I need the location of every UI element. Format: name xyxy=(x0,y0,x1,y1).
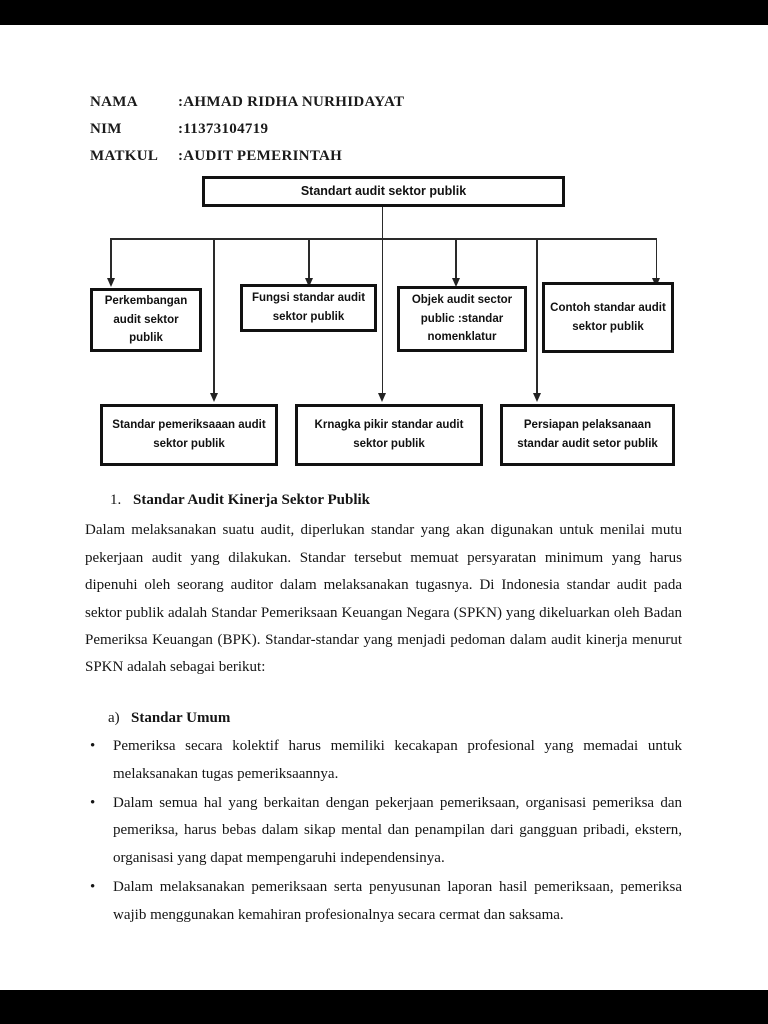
arrowhead-icon xyxy=(304,278,313,287)
header-label: NIM xyxy=(90,121,122,137)
bullet-item: Pemeriksa secara kolektif harus memiliki… xyxy=(85,733,682,788)
header-value: :AUDIT PEMERINTAH xyxy=(178,148,343,164)
diagram-box-fungsi: Fungsi standar audit sektor publik xyxy=(240,284,377,332)
section-number: 1. xyxy=(110,492,122,508)
connector-line xyxy=(308,238,310,280)
header-row-nim: NIM :11373104719 xyxy=(90,116,404,143)
connector-line xyxy=(110,238,112,280)
body-text: 1. Standar Audit Kinerja Sektor Publik D… xyxy=(85,487,682,931)
subsection-heading: a) Standar Umum xyxy=(108,705,682,732)
connector-line xyxy=(213,238,215,395)
bullet-item: Dalam semua hal yang berkaitan dengan pe… xyxy=(85,790,682,872)
diagram-box-perkembangan: Perkembangan audit sektor publik xyxy=(90,288,202,352)
header-value: :11373104719 xyxy=(178,121,269,137)
diagram-box-standar-pemeriksaan: Standar pemeriksaaan audit sektor publik xyxy=(100,404,278,466)
diagram-box-contoh: Contoh standar audit sektor publik xyxy=(542,282,674,353)
header-value: :AHMAD RIDHA NURHIDAYAT xyxy=(178,94,405,110)
header-row-nama: NAMA :AHMAD RIDHA NURHIDAYAT xyxy=(90,89,404,116)
header-row-matkul: MATKUL :AUDIT PEMERINTAH xyxy=(90,143,404,170)
bullet-list: Pemeriksa secara kolektif harus memiliki… xyxy=(85,733,682,929)
header-label: MATKUL xyxy=(90,148,159,164)
student-header: NAMA :AHMAD RIDHA NURHIDAYAT NIM :113731… xyxy=(90,89,404,170)
bullet-item: Dalam melaksanakan pemeriksaan serta pen… xyxy=(85,874,682,929)
diagram-root-box: Standart audit sektor publik xyxy=(202,176,565,207)
connector-line xyxy=(455,238,457,280)
arrowhead-icon xyxy=(209,393,218,402)
section-title: Standar Audit Kinerja Sektor Publik xyxy=(133,492,370,508)
subsection-letter: a) xyxy=(108,709,120,726)
arrowhead-icon xyxy=(378,393,386,402)
diagram-box-objek: Objek audit sector public :standar nomen… xyxy=(397,286,527,352)
connector-line xyxy=(655,238,657,280)
arrowhead-icon xyxy=(106,278,115,287)
connector-horizontal-line xyxy=(110,238,657,240)
arrowhead-icon xyxy=(532,393,541,402)
header-label: NAMA xyxy=(90,94,138,110)
connector-line xyxy=(536,238,538,395)
letterbox-top xyxy=(0,0,768,25)
section-paragraph: Dalam melaksanakan suatu audit, diperluk… xyxy=(85,522,682,676)
document-page: NAMA :AHMAD RIDHA NURHIDAYAT NIM :113731… xyxy=(0,25,768,990)
diagram-box-persiapan: Persiapan pelaksanaan standar audit seto… xyxy=(500,404,675,466)
connector-stem-line xyxy=(381,206,383,395)
section-heading: 1. Standar Audit Kinerja Sektor Publik xyxy=(110,487,682,514)
diagram-box-kerangka-pikir: Krnagka pikir standar audit sektor publi… xyxy=(295,404,483,466)
arrowhead-icon xyxy=(451,278,460,287)
letterbox-bottom xyxy=(0,990,768,1024)
subsection-title: Standar Umum xyxy=(131,709,231,726)
